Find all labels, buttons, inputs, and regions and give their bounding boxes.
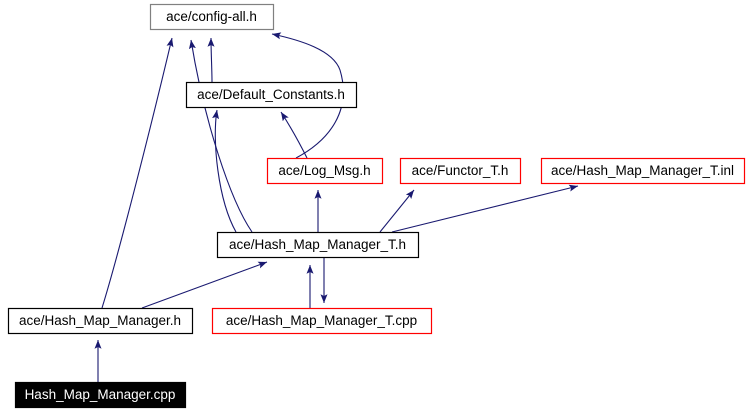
node-box-hmm-cpp[interactable] xyxy=(14,381,187,409)
node-label-hmm-cpp: Hash_Map_Manager.cpp xyxy=(25,387,176,402)
node-label-hmm-h: ace/Hash_Map_Manager.h xyxy=(19,313,181,328)
node-label-hmm-t-cpp: ace/Hash_Map_Manager_T.cpp xyxy=(226,313,417,328)
node-box-config-all[interactable] xyxy=(149,3,275,31)
node-label-default-constants: ace/Default_Constants.h xyxy=(197,87,345,102)
node-hmm-t-inl[interactable]: ace/Hash_Map_Manager_T.inl xyxy=(540,157,746,185)
edge-hmm-t-h-to-default-constants xyxy=(212,109,237,233)
edge-default-constants-to-config-all xyxy=(207,37,215,83)
node-default-constants[interactable]: ace/Default_Constants.h xyxy=(185,81,358,109)
node-box-hmm-t-h[interactable] xyxy=(216,231,420,259)
edge-hmm-t-h-to-hmm-t-inl xyxy=(391,184,579,233)
edge-hmm-t-h-to-config-all xyxy=(188,39,253,233)
node-box-log-msg[interactable] xyxy=(266,157,384,185)
node-hmm-h[interactable]: ace/Hash_Map_Manager.h xyxy=(7,307,194,335)
node-label-functor-t: ace/Functor_T.h xyxy=(412,163,509,178)
edge-log-msg-to-config-all xyxy=(271,32,344,159)
node-hmm-cpp[interactable]: Hash_Map_Manager.cpp xyxy=(14,381,187,409)
node-label-hmm-t-h: ace/Hash_Map_Manager_T.h xyxy=(229,237,406,252)
node-log-msg[interactable]: ace/Log_Msg.h xyxy=(266,157,384,185)
node-hmm-t-cpp[interactable]: ace/Hash_Map_Manager_T.cpp xyxy=(211,307,433,335)
node-config-all[interactable]: ace/config-all.h xyxy=(149,3,275,31)
node-box-hmm-h[interactable] xyxy=(7,307,194,335)
node-label-config-all: ace/config-all.h xyxy=(166,9,257,24)
node-label-log-msg: ace/Log_Msg.h xyxy=(278,163,370,178)
edge-layer xyxy=(94,32,579,382)
node-box-hmm-t-cpp[interactable] xyxy=(211,307,433,335)
edge-hmm-t-h-to-functor-t xyxy=(379,189,415,233)
node-hmm-t-h[interactable]: ace/Hash_Map_Manager_T.h xyxy=(216,231,420,259)
edge-hmm-h-to-config-all xyxy=(101,37,174,309)
node-label-hmm-t-inl: ace/Hash_Map_Manager_T.inl xyxy=(551,163,734,178)
edge-hmm-h-to-hmm-t-h xyxy=(141,261,268,309)
node-functor-t[interactable]: ace/Functor_T.h xyxy=(399,157,522,185)
node-box-hmm-t-inl[interactable] xyxy=(540,157,746,185)
node-box-default-constants[interactable] xyxy=(185,81,358,109)
edge-log-msg-to-default-constants xyxy=(280,111,308,159)
node-box-functor-t[interactable] xyxy=(399,157,522,185)
node-layer: ace/config-all.h ace/Default_Constants.ha… xyxy=(7,3,746,409)
